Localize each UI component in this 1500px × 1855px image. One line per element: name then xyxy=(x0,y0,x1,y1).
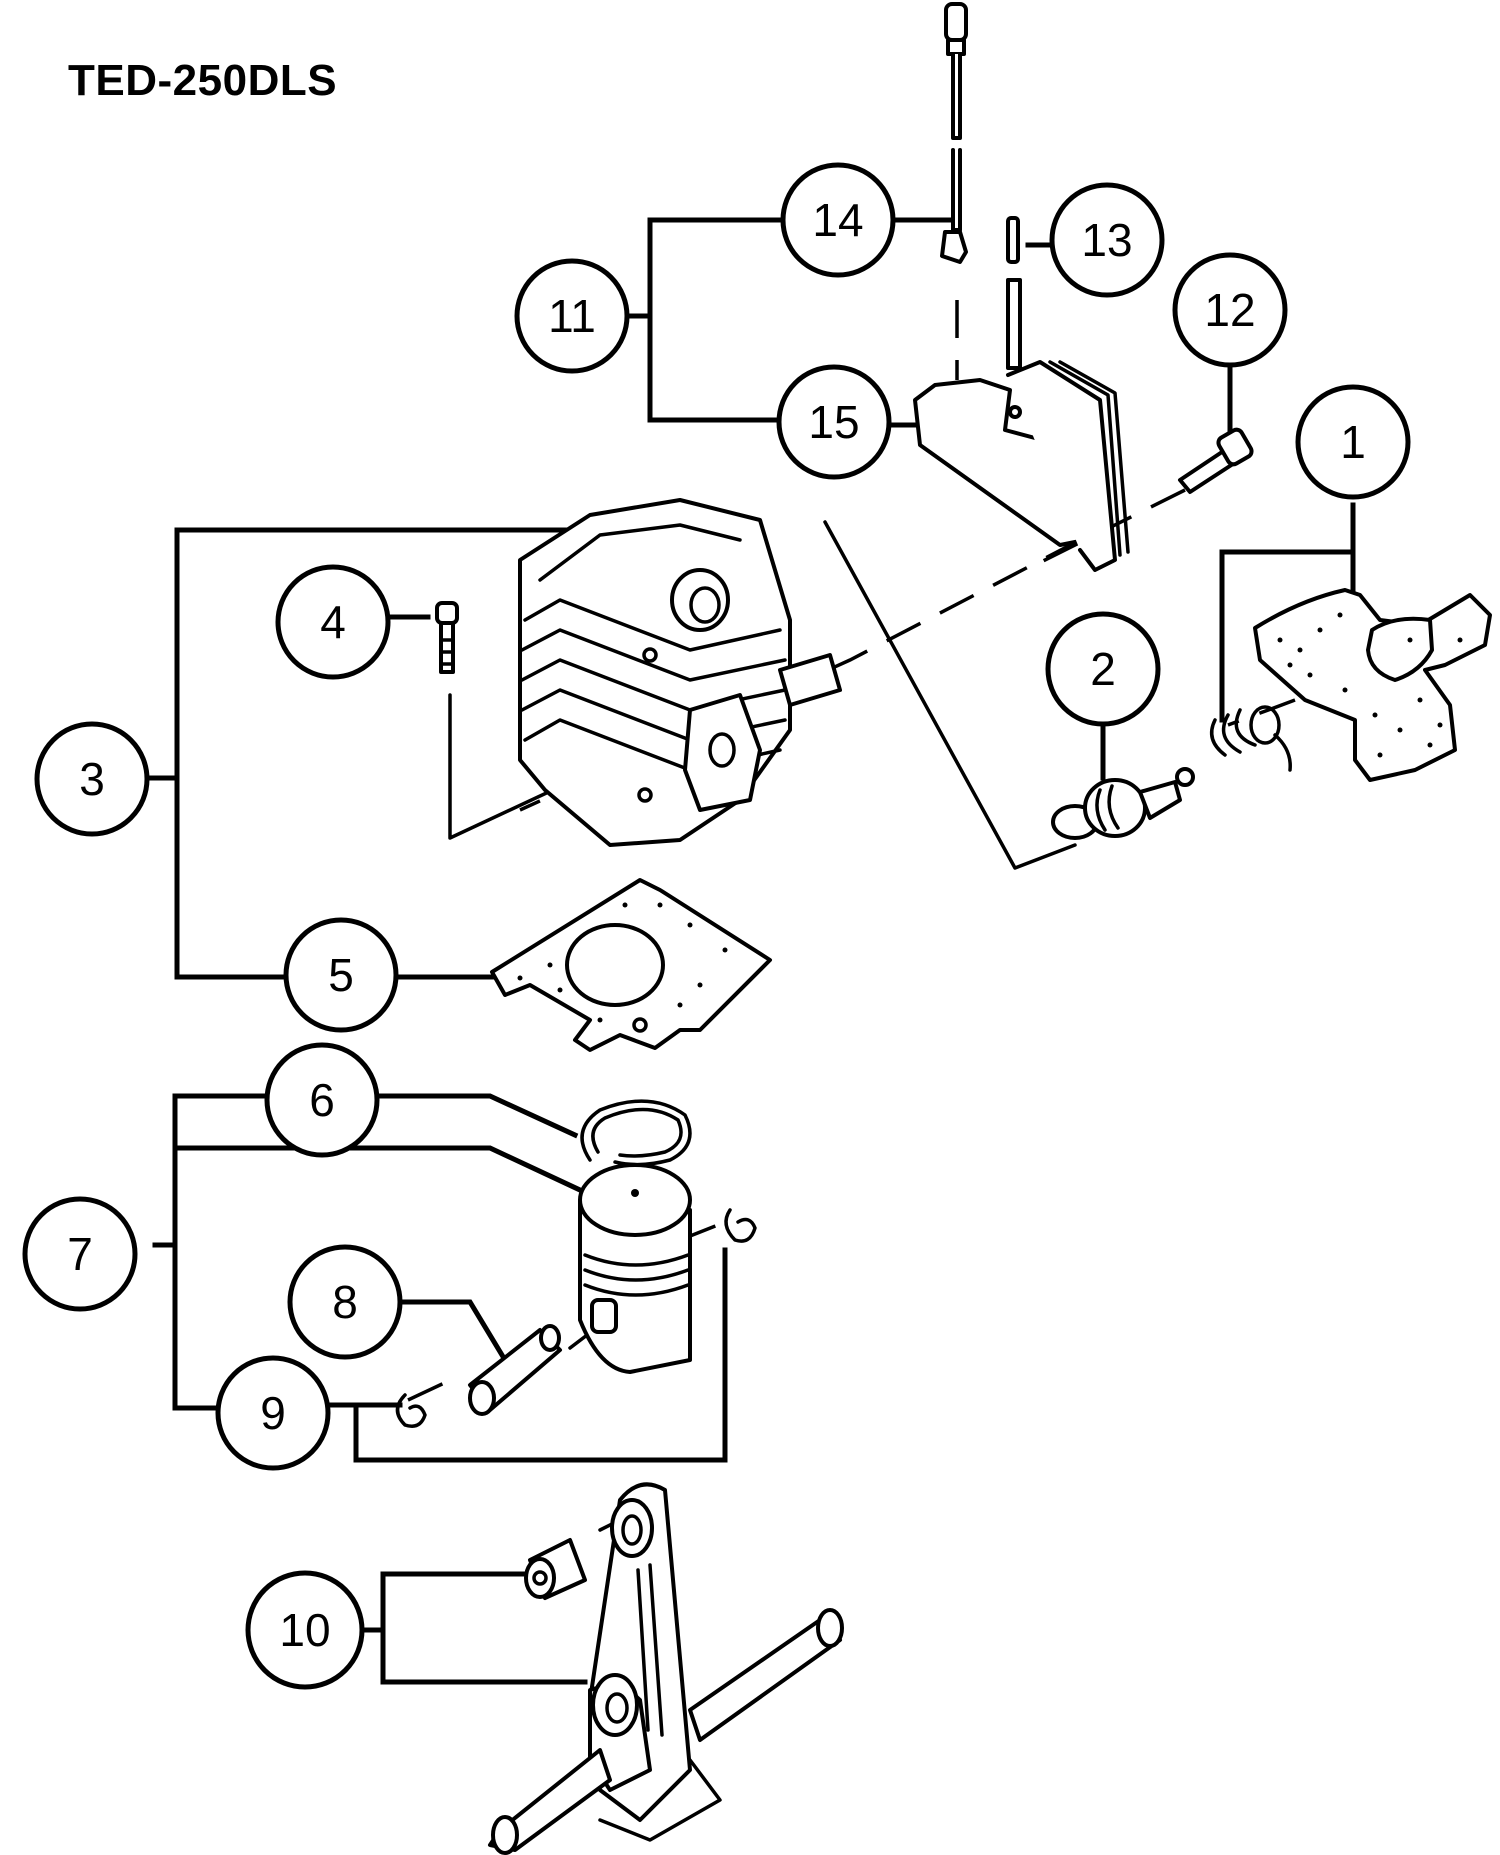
circlip-left xyxy=(395,1393,427,1428)
callout-4[interactable]: 4 xyxy=(275,564,391,680)
diagram-title: TED-250DLS xyxy=(68,56,338,105)
cylinder xyxy=(518,498,842,847)
leader-11-14 xyxy=(602,217,785,319)
leader-7-9 xyxy=(172,1243,218,1411)
circlip-right xyxy=(724,1208,757,1243)
callout-7-label: 7 xyxy=(67,1228,93,1280)
callout-6-label: 6 xyxy=(309,1074,335,1126)
callout-14-label: 14 xyxy=(812,194,863,246)
leader-10-crank xyxy=(380,1627,588,1685)
leader-10-bearing xyxy=(359,1571,543,1633)
callout-15-label: 15 xyxy=(808,396,859,448)
leader-6 xyxy=(375,1093,579,1139)
callout-5-label: 5 xyxy=(328,949,354,1001)
callout-11[interactable]: 11 xyxy=(514,258,630,374)
leader-lines xyxy=(147,217,1356,1685)
spring xyxy=(1209,705,1292,772)
piston-ring xyxy=(580,1099,692,1167)
spark-plug xyxy=(1051,767,1195,840)
piston xyxy=(578,1163,692,1374)
leader-3-5 xyxy=(174,775,288,980)
leader-7-piston xyxy=(172,1145,584,1235)
callout-11-label: 11 xyxy=(548,290,596,342)
leader-11-15 xyxy=(647,313,783,423)
callout-5[interactable]: 5 xyxy=(283,917,399,1033)
needle-bearing xyxy=(524,1538,587,1600)
callout-13-label: 13 xyxy=(1081,214,1132,266)
callout-14[interactable]: 14 xyxy=(780,162,896,278)
callout-9-label: 9 xyxy=(260,1387,286,1439)
gasket-texture xyxy=(517,902,728,1023)
callout-1-label: 1 xyxy=(1340,416,1366,468)
callout-7[interactable]: 7 xyxy=(22,1196,138,1312)
cylinder-gasket xyxy=(490,878,772,1052)
callout-1[interactable]: 1 xyxy=(1295,384,1411,500)
bolt-12 xyxy=(1178,427,1254,494)
piston-pin xyxy=(468,1324,562,1416)
callout-6[interactable]: 6 xyxy=(264,1042,380,1158)
leader-1-spring xyxy=(1219,502,1356,723)
dash-spring-cover xyxy=(1227,698,1296,727)
bolt-4 xyxy=(435,601,459,674)
callout-3[interactable]: 3 xyxy=(34,721,150,837)
callout-15[interactable]: 15 xyxy=(776,364,892,480)
crankshaft xyxy=(488,1482,844,1855)
callout-8-label: 8 xyxy=(332,1276,358,1328)
callout-12[interactable]: 12 xyxy=(1172,252,1288,368)
muffler-cover xyxy=(1253,588,1492,782)
callout-10[interactable]: 10 xyxy=(245,1570,365,1690)
callout-2-label: 2 xyxy=(1090,643,1116,695)
callout-3-label: 3 xyxy=(79,753,105,805)
leader-9-right xyxy=(353,1247,728,1463)
callout-9[interactable]: 9 xyxy=(215,1355,331,1471)
leader-3-cylinder xyxy=(147,527,593,781)
callout-13[interactable]: 13 xyxy=(1049,182,1165,298)
leader-7-6 xyxy=(152,1093,271,1248)
callout-4-label: 4 xyxy=(320,596,346,648)
callout-2[interactable]: 2 xyxy=(1045,611,1161,727)
plug-cap-wire xyxy=(940,2,968,264)
dash-clip-pin xyxy=(407,1376,456,1402)
callout-12-label: 12 xyxy=(1204,284,1255,336)
callout-8[interactable]: 8 xyxy=(287,1244,403,1360)
callout-10-label: 10 xyxy=(279,1604,330,1656)
ignition-coil xyxy=(913,360,1130,572)
leader-8 xyxy=(397,1299,509,1364)
dash-cylinder-plug xyxy=(823,520,1077,870)
texture-dots xyxy=(1277,612,1463,758)
ignition-terminal xyxy=(1006,216,1022,370)
